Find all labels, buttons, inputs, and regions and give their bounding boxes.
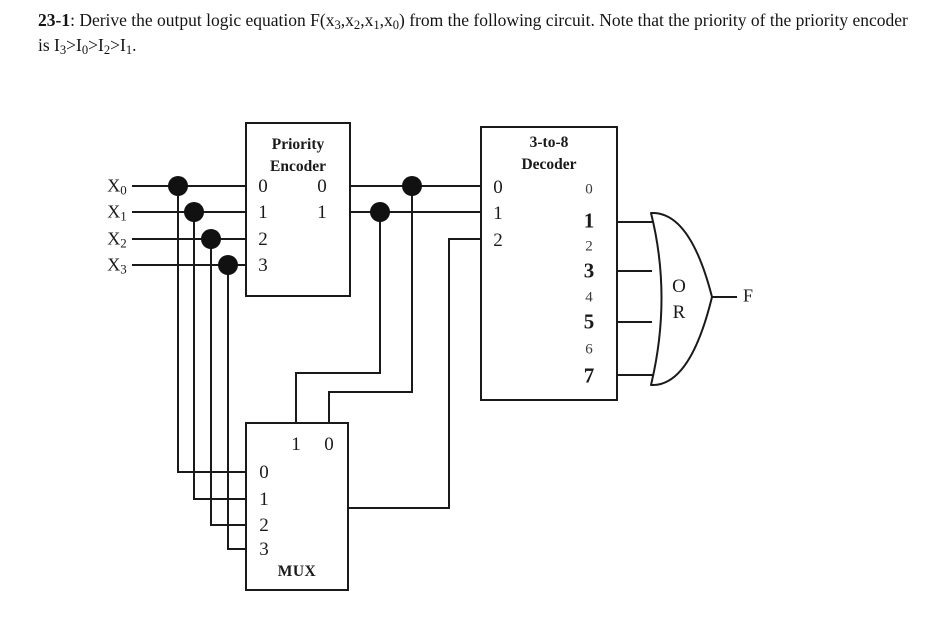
mux-data-port-0: 0 [259, 462, 269, 483]
problem-sub-4: 0 [392, 17, 400, 32]
problem-sub-3: 1 [373, 17, 380, 32]
junction-dot-x0 [168, 176, 188, 196]
decoder-input-port-0: 0 [493, 177, 503, 198]
decoder-output-port-1: 1 [583, 208, 595, 233]
problem-number: 23-1 [38, 10, 71, 30]
junction-dot-enc-out1 [370, 202, 390, 222]
problem-text-seg7: >I [88, 35, 104, 56]
decoder-input-port-2: 2 [493, 230, 503, 251]
problem-text-seg4: ,x [379, 10, 393, 30]
decoder-output-port-3: 3 [583, 258, 595, 283]
wire-x2-branch-to-mux2 [210, 238, 247, 526]
decoder-output-port-6: 6 [585, 341, 593, 358]
problem-statement: 23-1: Derive the output logic equation F… [38, 8, 908, 59]
output-label-f: F [742, 285, 754, 306]
problem-text-seg8: >I [110, 35, 126, 56]
problem-sub-8: 1 [125, 43, 133, 58]
wire-x3-branch-to-mux3 [227, 264, 247, 550]
decoder-box[interactable] [480, 126, 618, 401]
problem-text-seg5: ) from the following circuit. Note that … [38, 10, 908, 56]
mux-box[interactable] [245, 422, 349, 591]
wire-mux-out-to-dec-in2 [347, 238, 482, 509]
wire-x1-branch-to-mux1 [193, 211, 247, 500]
problem-text-seg6: >I [66, 35, 82, 56]
mux-data-port-2: 2 [259, 515, 269, 536]
problem-sub-7: 2 [103, 43, 111, 58]
problem-sub-2: 2 [353, 17, 361, 32]
priority-encoder-box[interactable] [245, 122, 351, 297]
input-label-x2: X2 [107, 228, 127, 251]
junction-dot-x1 [184, 202, 204, 222]
decoder-output-port-4: 4 [585, 289, 593, 306]
encoder-title-line1: Priority [271, 136, 325, 153]
problem-sub-5: 3 [59, 43, 67, 58]
encoder-output-port-1: 1 [317, 202, 327, 223]
mux-select-port-0: 0 [324, 434, 334, 455]
wire-x0-branch-to-mux0 [177, 185, 247, 473]
input-label-x3: X3 [107, 254, 127, 277]
wire-enc-out1-branch-to-mux-sel1 [295, 211, 381, 424]
input-label-x0: X0 [107, 175, 127, 198]
problem-text-seg9: . [132, 35, 137, 56]
mux-data-port-3: 3 [259, 539, 269, 560]
wire-enc-out0-branch-to-mux-sel0 [328, 185, 413, 424]
decoder-title-line2: Decoder [521, 156, 577, 173]
mux-data-port-1: 1 [259, 489, 269, 510]
decoder-title-line1: 3-to-8 [529, 134, 569, 151]
problem-text-seg2: ,x [340, 10, 354, 30]
junction-dot-x2 [201, 229, 221, 249]
encoder-title-line2: Encoder [270, 158, 326, 175]
input-label-x1: X1 [107, 201, 127, 224]
decoder-output-port-0: 0 [585, 181, 593, 198]
decoder-input-port-1: 1 [493, 203, 503, 224]
decoder-output-port-7: 7 [583, 363, 595, 388]
encoder-input-port-0: 0 [258, 176, 268, 197]
decoder-output-port-5: 5 [583, 309, 595, 334]
problem-sub-1: 3 [334, 17, 341, 32]
or-gate-label-line2: R [672, 302, 686, 323]
or-gate-label-line1: O [672, 276, 686, 297]
problem-sub-6: 0 [81, 43, 89, 58]
mux-select-port-1: 1 [291, 434, 301, 455]
mux-title: MUX [277, 563, 317, 580]
problem-text-seg3: ,x [360, 10, 374, 30]
junction-dot-x3 [218, 255, 238, 275]
encoder-input-port-1: 1 [258, 202, 268, 223]
or-gate-shape[interactable] [650, 211, 713, 387]
encoder-input-port-3: 3 [258, 255, 268, 276]
junction-dot-enc-out0 [402, 176, 422, 196]
encoder-output-port-0: 0 [317, 176, 327, 197]
encoder-input-port-2: 2 [258, 229, 268, 250]
problem-text-seg1: : Derive the output logic equation F(x [70, 10, 335, 30]
decoder-output-port-2: 2 [585, 238, 593, 255]
